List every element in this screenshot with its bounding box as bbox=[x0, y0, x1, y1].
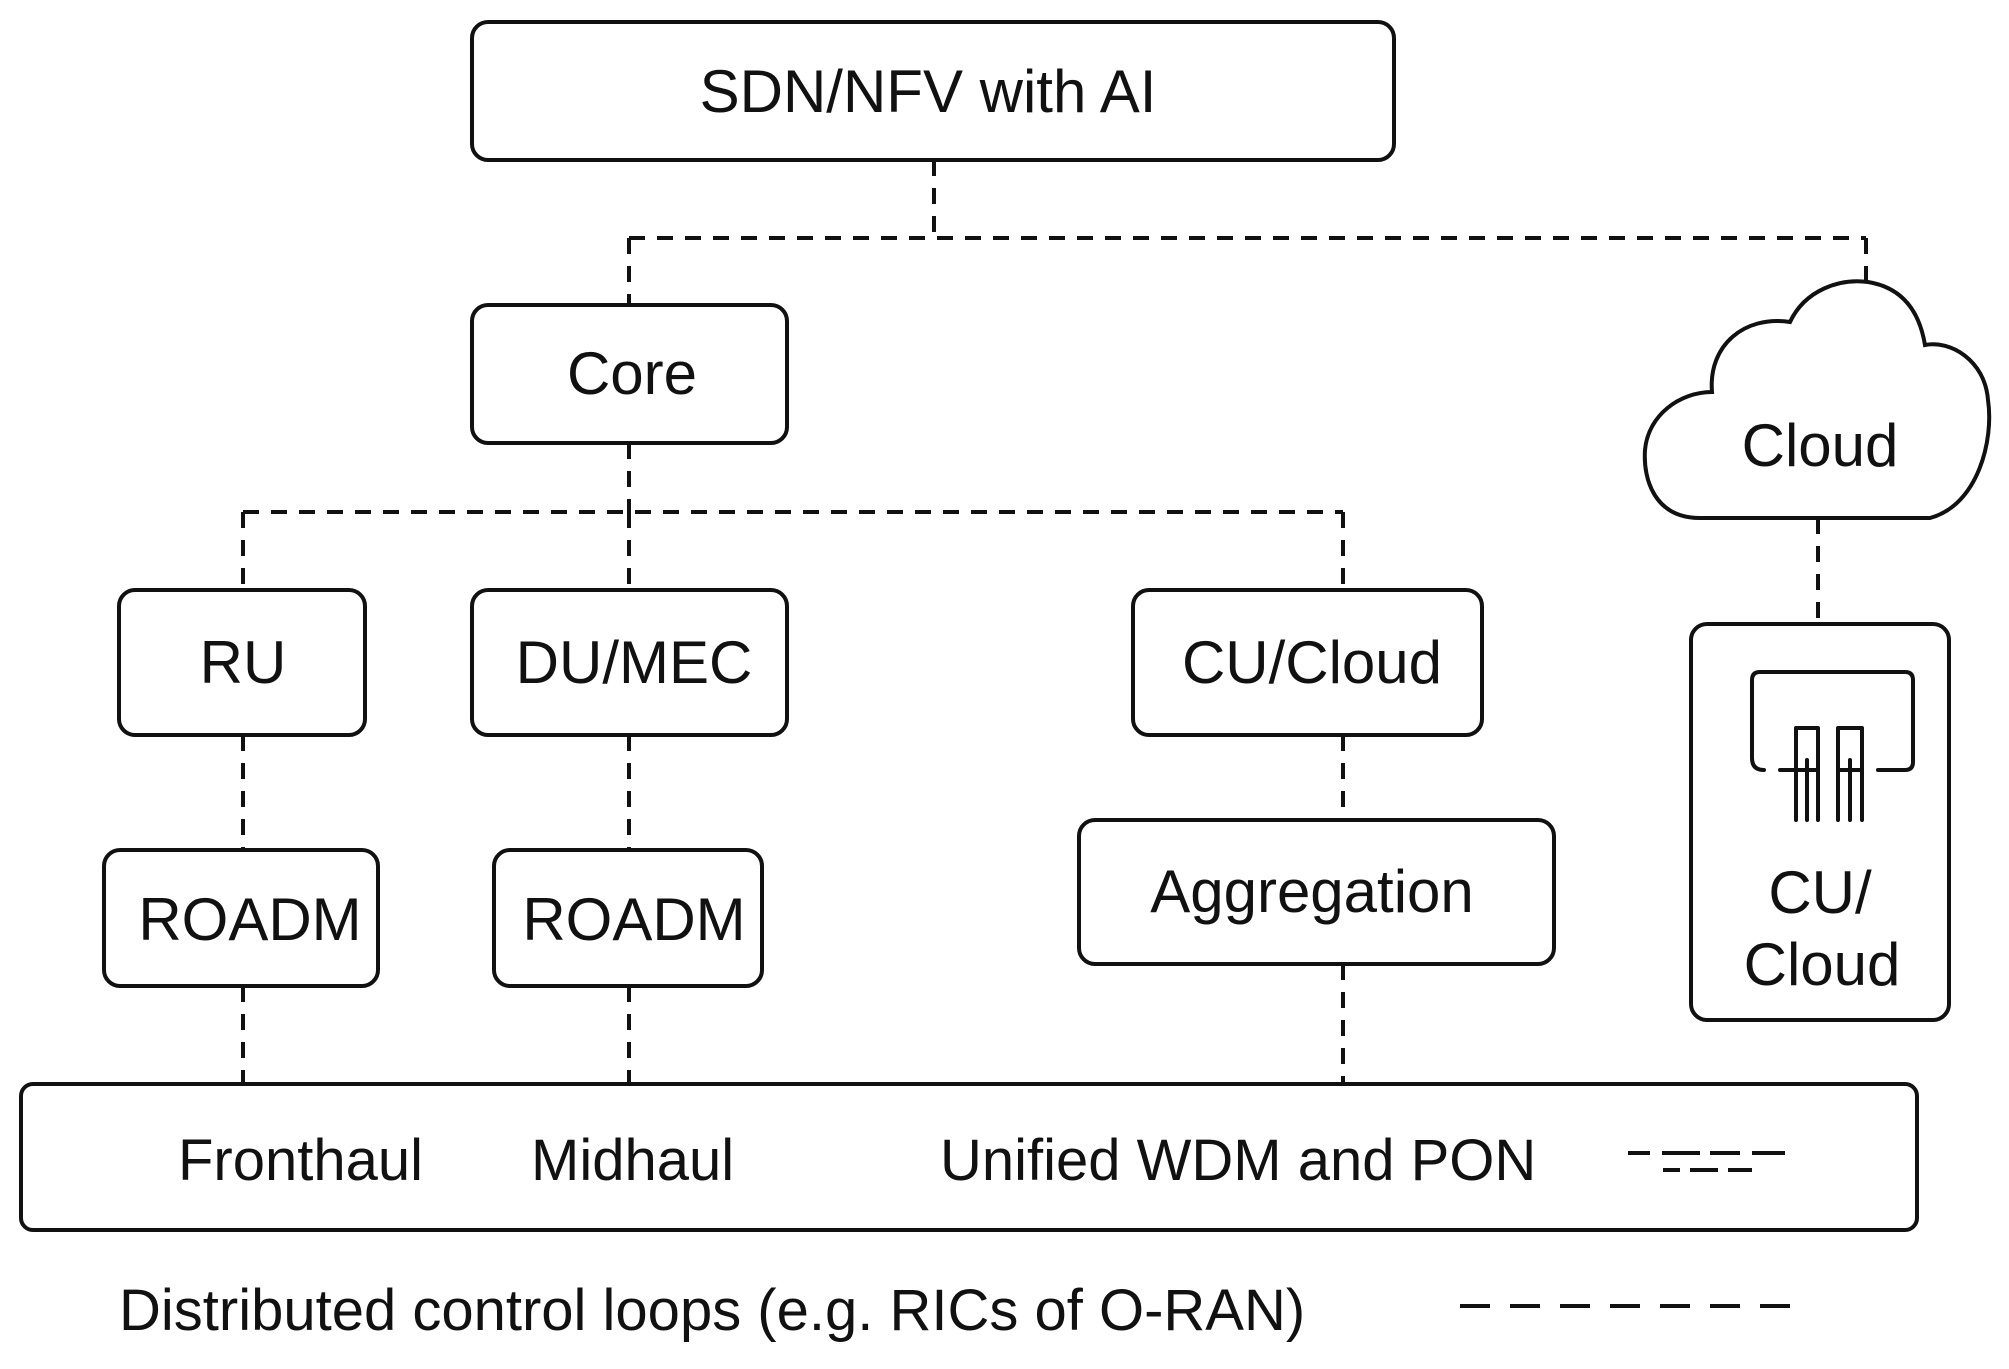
aggregation-box bbox=[1077, 818, 1556, 966]
transport-bar bbox=[19, 1082, 1919, 1232]
legend-text: Distributed control loops (e.g. RICs of … bbox=[119, 1278, 1305, 1343]
cu-cloud-label: CU/Cloud bbox=[1182, 629, 1442, 696]
ru-box bbox=[117, 588, 367, 737]
core-label: Core bbox=[567, 340, 697, 407]
core-box bbox=[470, 303, 789, 445]
cu-cloud-box bbox=[1131, 588, 1484, 737]
roadm-box-2 bbox=[492, 848, 764, 988]
roadm-label-2: ROADM bbox=[522, 886, 745, 953]
aggregation-label: Aggregation bbox=[1150, 858, 1474, 925]
cu-cloud-server-label-line1: CU/ bbox=[1768, 859, 1872, 926]
cloud-icon bbox=[1642, 279, 1992, 520]
roadm-box-1 bbox=[102, 848, 380, 988]
inline-dash-symbol bbox=[1628, 1151, 1785, 1172]
cu-cloud-server-box bbox=[1689, 622, 1951, 1022]
sdn-nfv-box bbox=[470, 20, 1396, 162]
roadm-label-1: ROADM bbox=[138, 886, 361, 953]
server-rack-icon bbox=[1750, 670, 1915, 822]
fronthaul-label: Fronthaul bbox=[178, 1128, 423, 1193]
ru-label: RU bbox=[200, 629, 287, 696]
midhaul-label: Midhaul bbox=[531, 1128, 734, 1193]
du-mec-label: DU/MEC bbox=[516, 629, 753, 696]
du-mec-box bbox=[470, 588, 789, 737]
sdn-nfv-label: SDN/NFV with AI bbox=[700, 58, 1157, 125]
cloud-label: Cloud bbox=[1742, 412, 1899, 479]
cu-cloud-server-label-line2: Cloud bbox=[1744, 931, 1901, 998]
unified-wdm-pon-label: Unified WDM and PON bbox=[940, 1128, 1536, 1193]
